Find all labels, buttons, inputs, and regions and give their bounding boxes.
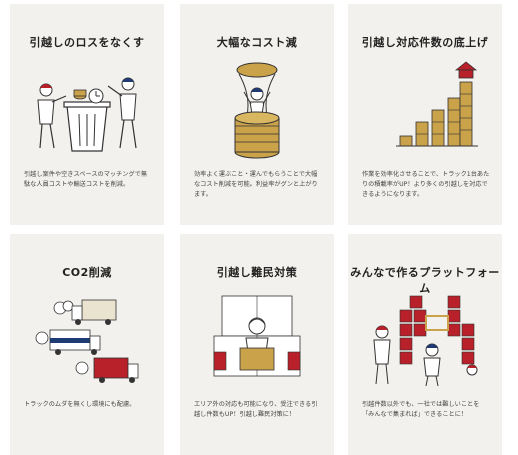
- card-description: 引越件数以外でも、一社では難しいことを「みんなで集まれば」できることに！: [362, 401, 480, 418]
- boxes-person-illustration: [192, 286, 322, 390]
- card-description: トラックのムダを無くし環境にも配慮。: [24, 401, 136, 408]
- feature-card-co2: CO2削減: [10, 234, 164, 455]
- card-title: みんなで作るプラットフォーム: [350, 266, 500, 295]
- feature-card-increase: 引越し対応件数の底上げ: [348, 4, 502, 225]
- trucks-illustration: [22, 286, 152, 390]
- building-blocks-illustration: [360, 286, 490, 390]
- card-title: 引越し難民対策: [216, 266, 298, 279]
- card-description: 引越し案件や空きスペースのマッチングで無駄な人員コストや輸送コストを削減。: [24, 171, 148, 188]
- feature-card-cost: 大幅なコスト減 効率: [180, 4, 334, 225]
- feature-card-refugees: 引越し難民対策 エリア外の対応も可能になり、受注できる引越し件数もUP！引越し難…: [180, 234, 334, 455]
- card-title: 引越しのロスをなくす: [29, 36, 145, 49]
- feature-card-platform: みんなで作るプラットフォーム: [348, 234, 502, 455]
- feature-card-loss: 引越しのロスをなくす: [10, 4, 164, 225]
- card-description: 効率よく運ぶこと・運んでもらうことで大幅なコスト削減を可能。利益率がグンと上がり…: [194, 171, 318, 198]
- growth-bars-illustration: [360, 56, 490, 160]
- card-title: CO2削減: [62, 266, 112, 279]
- card-description: 作業を効率化させることで、トラック1台あたりの積載率がUP！より多くの引越しを対…: [362, 171, 490, 198]
- card-description: エリア外の対応も可能になり、受注できる引越し件数もUP！引越し難民対策に！: [194, 401, 318, 418]
- coin-hourglass-illustration: [192, 56, 322, 160]
- card-title: 大幅なコスト減: [216, 36, 298, 49]
- card-title: 引越し対応件数の底上げ: [361, 36, 489, 49]
- matching-illustration: [22, 56, 152, 160]
